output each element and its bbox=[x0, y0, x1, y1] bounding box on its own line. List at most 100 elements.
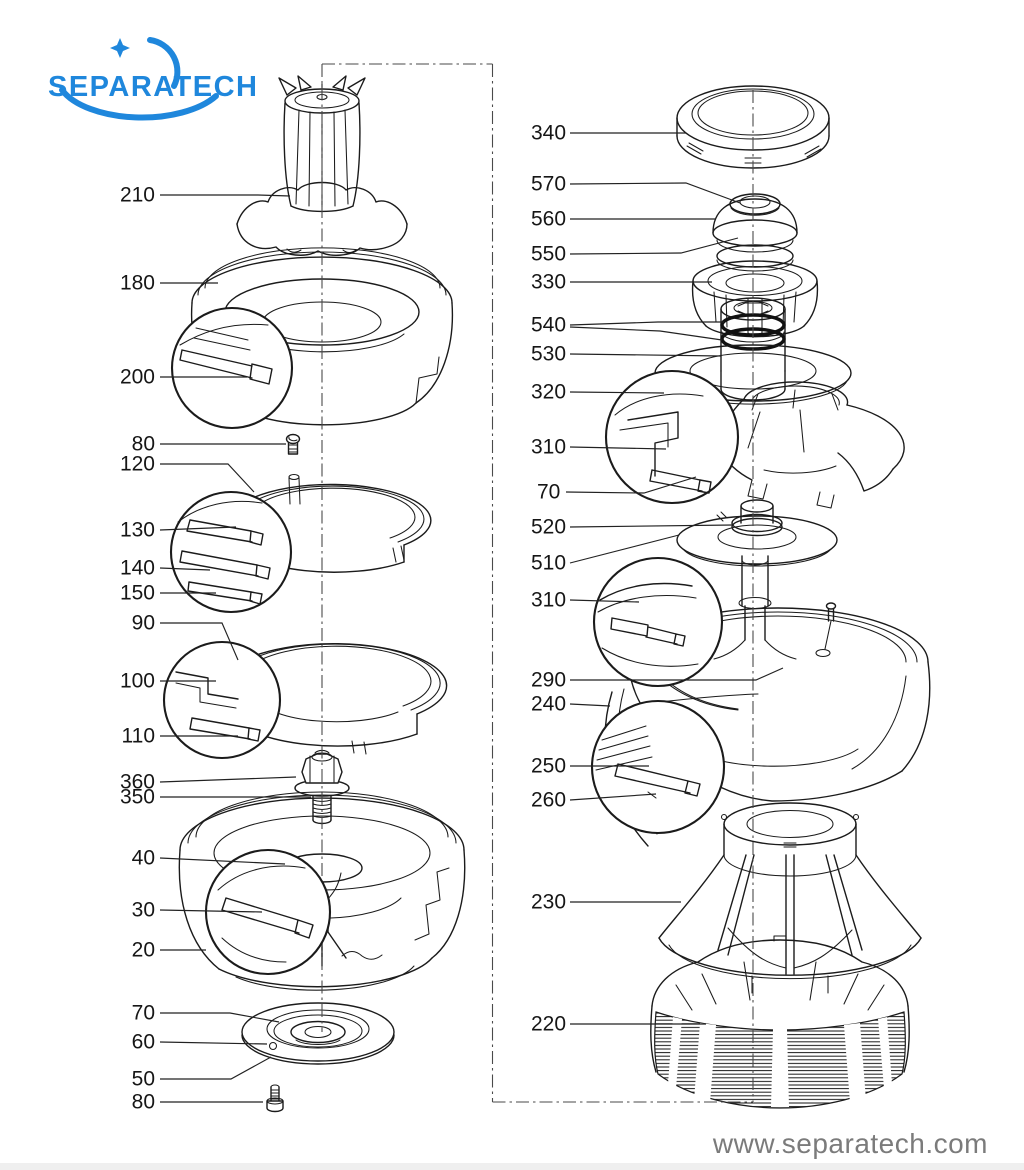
brand-logo: SEPARATECH bbox=[48, 37, 259, 121]
part-number-label: 60 bbox=[132, 1031, 155, 1054]
screw-80-lower bbox=[266, 1084, 284, 1113]
bottom-strip bbox=[0, 1163, 1024, 1170]
callout-leader-line bbox=[569, 326, 723, 341]
callout-200: 200 bbox=[120, 366, 247, 389]
callout-leader-line bbox=[569, 534, 680, 564]
detail-circle-gib-strips-130-140-150 bbox=[169, 490, 293, 614]
part-number-label: 50 bbox=[132, 1068, 155, 1091]
cap-assembly-50-60-70 bbox=[241, 1002, 395, 1065]
part-number-label: 110 bbox=[122, 725, 155, 748]
callout-leader-line bbox=[160, 194, 291, 197]
part-number-label: 30 bbox=[132, 899, 155, 922]
centerlines bbox=[321, 63, 754, 1103]
callout-leader-line bbox=[569, 391, 665, 394]
part-number-label: 200 bbox=[120, 366, 155, 389]
callout-120: 120 bbox=[120, 453, 255, 493]
part-number-label: 550 bbox=[531, 243, 566, 266]
website-url: www.separatech.com bbox=[712, 1128, 988, 1159]
callout-leader-line bbox=[569, 237, 739, 255]
part-number-label: 360 bbox=[120, 771, 155, 794]
callout-180: 180 bbox=[120, 272, 218, 295]
logo-text: SEPARATECH bbox=[48, 71, 259, 103]
callout-550: 550 bbox=[531, 237, 739, 266]
detail-circle-320-310-70 bbox=[604, 369, 740, 505]
detail-circle-310-lower bbox=[592, 556, 724, 688]
callout-110: 110 bbox=[122, 725, 238, 748]
callout-540: 540 bbox=[531, 314, 724, 341]
callout-leader-line bbox=[565, 476, 697, 494]
part-230-distributor-cone bbox=[658, 802, 922, 994]
part-number-label: 220 bbox=[531, 1013, 566, 1036]
callout-leader-line bbox=[570, 667, 784, 681]
screw-80-upper bbox=[285, 433, 301, 455]
part-number-label: 330 bbox=[531, 271, 566, 294]
part-number-label: 140 bbox=[120, 557, 155, 580]
callout-leader-line bbox=[160, 463, 255, 493]
callout-leader-line bbox=[159, 526, 237, 531]
callout-leader-line bbox=[569, 793, 657, 801]
callout-520: 520 bbox=[531, 516, 734, 539]
part-number-label: 320 bbox=[531, 381, 566, 404]
callout-320: 320 bbox=[531, 381, 665, 404]
part-number-label: 90 bbox=[132, 612, 155, 635]
part-number-label: 70 bbox=[537, 481, 560, 504]
part-210-drive-spindle bbox=[236, 75, 408, 256]
callout-150: 150 bbox=[120, 582, 216, 605]
part-320-sliding-piston bbox=[717, 381, 905, 509]
callout-40: 40 bbox=[132, 847, 286, 870]
callout-leader-line bbox=[569, 524, 734, 528]
callout-20: 20 bbox=[132, 939, 206, 962]
part-number-label: 290 bbox=[531, 669, 566, 692]
spindle-shaft bbox=[713, 555, 797, 660]
part-number-label: 250 bbox=[531, 755, 566, 778]
callout-360: 360 bbox=[120, 771, 297, 794]
callout-560: 560 bbox=[531, 208, 716, 231]
callout-leader-line bbox=[159, 567, 211, 571]
part-number-label: 130 bbox=[120, 519, 155, 542]
part-570-gasket bbox=[729, 193, 781, 216]
detail-circle-200 bbox=[170, 306, 294, 430]
part-520-510-valve-disc bbox=[676, 499, 838, 567]
callout-310-upper: 310 bbox=[531, 436, 667, 459]
callout-leader-line bbox=[160, 622, 239, 661]
part-number-label: 560 bbox=[531, 208, 566, 231]
callout-leader-line bbox=[160, 1056, 272, 1080]
logo-crescent-icon bbox=[147, 37, 181, 89]
callout-leader-line bbox=[159, 909, 263, 913]
callout-210: 210 bbox=[120, 184, 291, 207]
callout-leader-line bbox=[159, 857, 286, 865]
part-number-label: 540 bbox=[531, 314, 566, 337]
detail-circle-30 bbox=[204, 848, 332, 976]
callout-70-right: 70 bbox=[537, 476, 697, 504]
part-number-label: 570 bbox=[531, 173, 566, 196]
part-number-label: 70 bbox=[132, 1002, 155, 1025]
part-number-label: 230 bbox=[531, 891, 566, 914]
callout-leader-line bbox=[569, 599, 640, 603]
callout-240: 240 bbox=[531, 693, 611, 716]
part-number-label: 210 bbox=[120, 184, 155, 207]
part-number-label: 240 bbox=[531, 693, 566, 716]
callout-230: 230 bbox=[531, 891, 681, 914]
part-number-label: 100 bbox=[120, 670, 155, 693]
callout-leader-line bbox=[569, 182, 741, 204]
callout-leader-line bbox=[159, 1041, 268, 1045]
part-number-label: 350 bbox=[120, 786, 155, 809]
callout-570: 570 bbox=[531, 173, 741, 204]
part-number-label: 40 bbox=[132, 847, 155, 870]
part-number-label: 80 bbox=[132, 433, 155, 456]
callout-leader-line bbox=[159, 776, 297, 783]
logo-star-icon bbox=[110, 38, 130, 58]
detail-circle-250-260 bbox=[590, 699, 726, 835]
callout-leader-line bbox=[160, 1012, 280, 1023]
part-number-label: 20 bbox=[132, 939, 155, 962]
callout-330: 330 bbox=[531, 271, 712, 294]
callout-60: 60 bbox=[132, 1031, 268, 1054]
part-number-label: 520 bbox=[531, 516, 566, 539]
part-number-label: 120 bbox=[120, 453, 155, 476]
callout-leader-line bbox=[569, 321, 724, 326]
callout-leader-line bbox=[569, 353, 722, 357]
part-number-label: 260 bbox=[531, 789, 566, 812]
